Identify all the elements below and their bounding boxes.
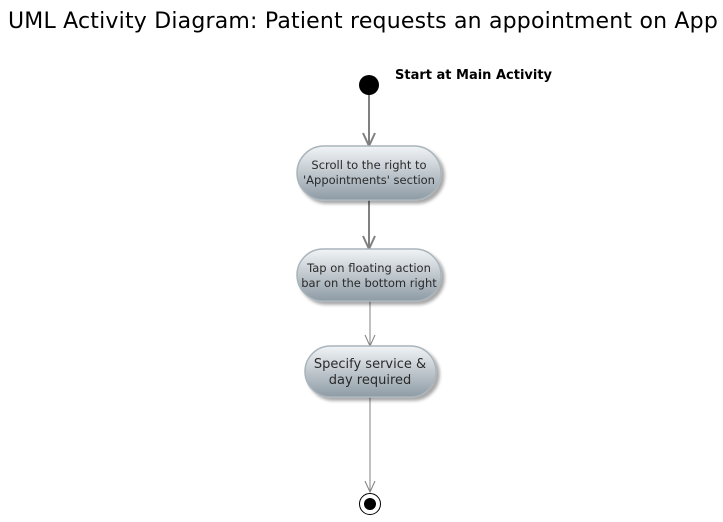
diagram-title: UML Activity Diagram: Patient requests a… bbox=[8, 9, 719, 34]
start-node bbox=[359, 75, 379, 95]
activity-node-3: Specify service & day required bbox=[304, 345, 437, 398]
activity-2-line-2: bar on the bottom right bbox=[301, 276, 437, 290]
activity-node-2: Tap on floating action bar on the bottom… bbox=[296, 248, 442, 302]
arrowhead-activity-3-to-end bbox=[364, 480, 376, 494]
start-label: Start at Main Activity bbox=[395, 68, 553, 83]
activity-3-line-1: Specify service & bbox=[314, 357, 426, 372]
end-node bbox=[359, 493, 381, 515]
activity-3-line-2: day required bbox=[329, 373, 412, 388]
activity-2-line-1: Tap on floating action bbox=[306, 261, 431, 275]
activity-1-line-1: Scroll to the right to bbox=[311, 158, 426, 172]
activity-node-1: Scroll to the right to 'Appointments' se… bbox=[296, 145, 442, 201]
activity-1-line-2: 'Appointments' section bbox=[303, 173, 435, 187]
